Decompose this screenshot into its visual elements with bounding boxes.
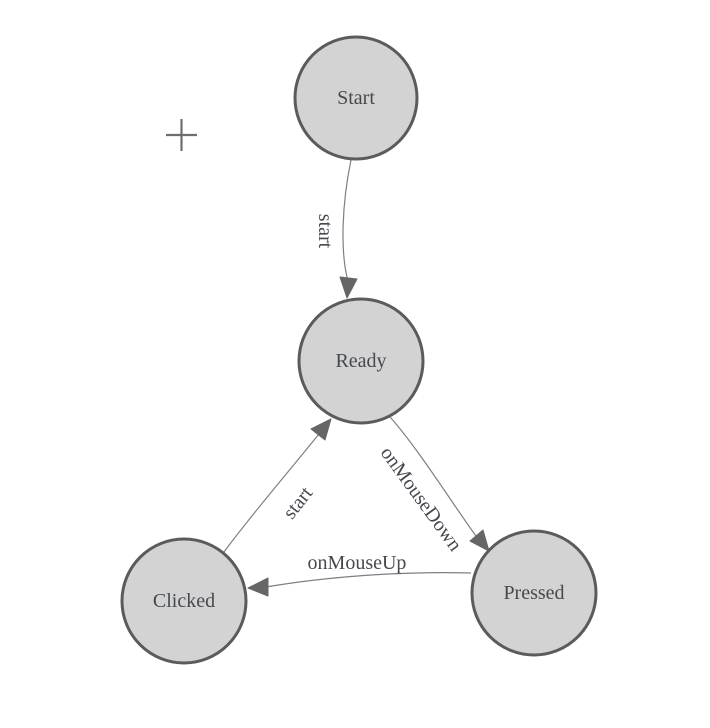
edge-label-onmouseup: onMouseUp (308, 552, 407, 574)
state-node-pressed[interactable]: Pressed (470, 529, 598, 657)
edge-path[interactable] (389, 416, 477, 537)
plus-crosshair-icon (166, 119, 197, 151)
state-node-clicked[interactable]: Clicked (120, 537, 248, 665)
edge-label-start-ready: start (314, 214, 336, 249)
state-label: Ready (335, 350, 386, 372)
state-node-ready[interactable]: Ready (297, 297, 425, 425)
edge-path[interactable] (265, 572, 472, 588)
edge-label-clicked-ready: start (279, 482, 318, 523)
state-circle[interactable] (470, 529, 598, 657)
state-label: Pressed (503, 582, 564, 604)
edge-clicked-to-ready[interactable]: start (223, 418, 332, 553)
arrowhead-icon (247, 577, 269, 597)
state-label: Start (337, 87, 375, 109)
state-circle[interactable] (120, 537, 248, 665)
edge-path[interactable] (342, 159, 352, 282)
edge-path[interactable] (223, 433, 320, 553)
state-circle[interactable] (293, 35, 419, 161)
edge-start-to-ready[interactable]: start (314, 159, 358, 299)
arrowhead-icon (310, 418, 332, 441)
arrowhead-icon (339, 276, 358, 299)
edge-pressed-to-clicked[interactable]: onMouseUp (247, 552, 472, 597)
state-node-start[interactable]: Start (293, 35, 419, 161)
state-label: Clicked (153, 590, 215, 612)
state-circle[interactable] (297, 297, 425, 425)
arrowhead-icon (469, 529, 490, 552)
edge-label-onmousedown: onMouseDown (376, 443, 466, 556)
edge-ready-to-pressed[interactable]: onMouseDown (376, 416, 490, 556)
